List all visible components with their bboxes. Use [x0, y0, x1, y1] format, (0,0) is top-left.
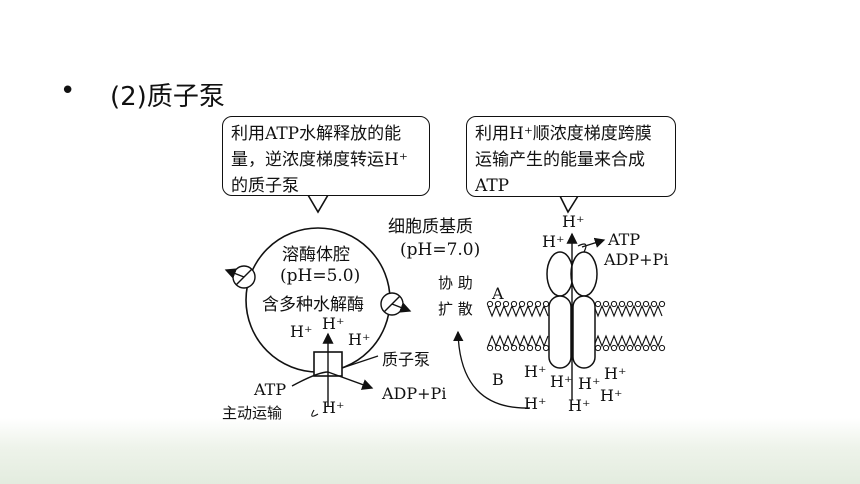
atp-out-arrow — [581, 237, 606, 248]
cytoplasm-ph: (pH=7.0) — [400, 240, 481, 260]
right-callout-tail — [559, 195, 579, 214]
heading-text: (2)质子泵 — [110, 82, 225, 112]
pump-h-plus-outside: H⁺ — [322, 398, 345, 417]
atp-arrow — [291, 371, 329, 387]
ion-channel-symbol-right — [380, 292, 412, 316]
left-callout-line-2: 量，逆浓度梯度转运H⁺ — [231, 150, 408, 170]
diffusion-h-plus: H⁺ — [524, 394, 547, 413]
ion-channel-symbol-left — [224, 265, 256, 289]
left-callout-line-3: 的质子泵 — [231, 176, 299, 196]
membrane-bilayer — [487, 304, 663, 348]
synthase-h-plus-b1: H⁺ — [524, 362, 547, 381]
facilitated-diffusion-label-2: 扩 散 — [438, 300, 473, 318]
lysosome-h-plus-3: H⁺ — [348, 330, 371, 349]
active-transport-label: 主动运输 — [222, 404, 283, 422]
synthase-rotation-curl — [577, 243, 587, 253]
side-a-label: A — [492, 284, 504, 303]
synthase-h-plus-left: H⁺ — [542, 232, 565, 251]
right-callout-line-2: 运输产生的能量来合成 — [475, 150, 645, 170]
facilitated-diffusion-label-1: 协 助 — [438, 274, 473, 292]
lysosome-h-plus-1: H⁺ — [290, 322, 313, 341]
synthase-h-plus-b5: H⁺ — [600, 386, 623, 405]
pump-atp-label: ATP — [254, 380, 287, 399]
synthase-h-plus-b4: H⁺ — [604, 364, 627, 383]
synthase-h-plus-b2: H⁺ — [550, 372, 573, 391]
pump-label-leader — [341, 355, 379, 369]
cytoplasm-title: 细胞质基质 — [388, 217, 473, 237]
footer-band — [0, 418, 860, 484]
h-curl — [311, 409, 319, 417]
synthase-adp-label: ADP+Pi — [604, 250, 669, 269]
lysosome-ph: (pH=5.0) — [280, 266, 361, 286]
atp-synthase — [546, 251, 598, 369]
right-callout-line-3: ATP — [475, 176, 510, 196]
bullet: • — [60, 76, 76, 106]
lipid-heads — [486, 300, 666, 352]
left-callout: 利用ATP水解释放的能 量，逆浓度梯度转运H⁺ 的质子泵 — [222, 116, 430, 196]
diffusion-arrow — [453, 330, 531, 409]
pump-adp-label: ADP+Pi — [382, 384, 447, 403]
proton-pump-label: 质子泵 — [382, 350, 431, 369]
synthase-h-plus-top: H⁺ — [562, 212, 585, 231]
synthase-atp-label: ATP — [608, 230, 641, 249]
right-callout-line-1: 利用H⁺顺浓度梯度跨膜 — [475, 124, 652, 144]
synthase-h-plus-b3: H⁺ — [578, 374, 601, 393]
synthase-h-plus-b6: H⁺ — [568, 396, 591, 415]
lysosome-h-plus-2: H⁺ — [322, 314, 345, 333]
left-callout-tail — [307, 194, 329, 214]
lysosome-title: 溶酶体腔 — [282, 245, 350, 265]
right-callout: 利用H⁺顺浓度梯度跨膜 运输产生的能量来合成 ATP — [466, 116, 676, 197]
lysosome-contents: 含多种水解酶 — [262, 295, 364, 315]
adp-arrow — [327, 371, 374, 390]
side-b-label: B — [492, 370, 504, 389]
left-callout-line-1: 利用ATP水解释放的能 — [231, 124, 402, 144]
